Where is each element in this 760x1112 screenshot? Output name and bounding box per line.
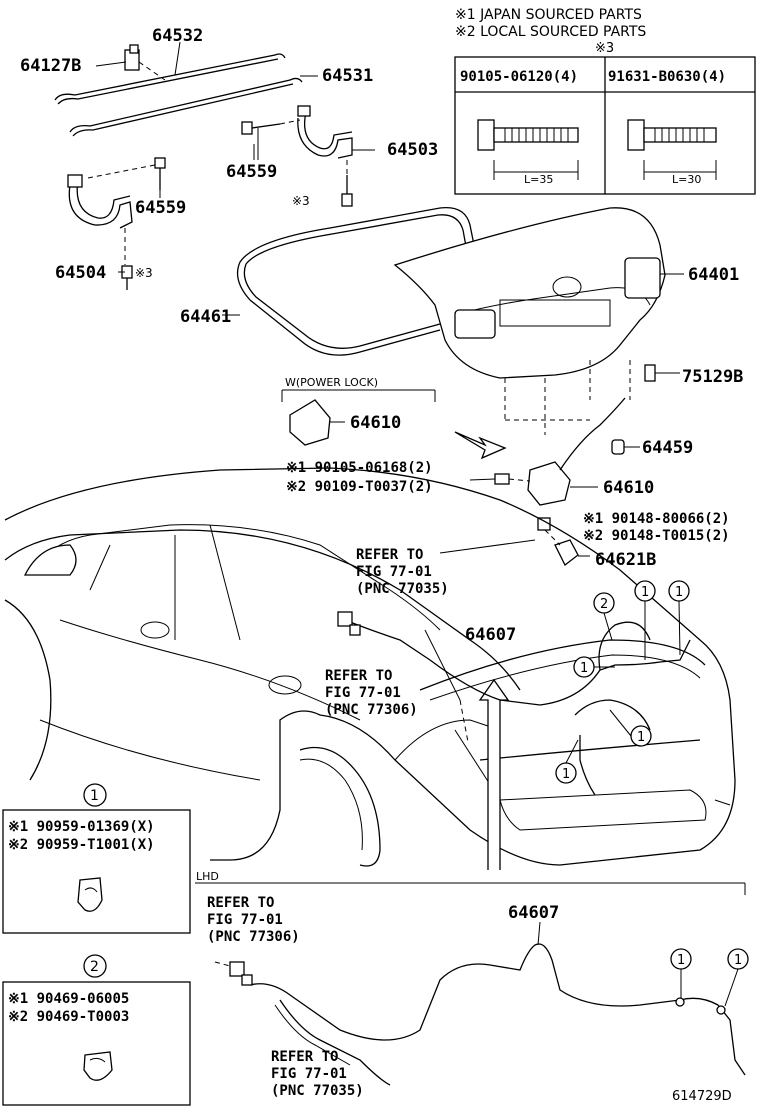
ref2-line1: REFER TO xyxy=(325,668,392,684)
bar-guide-64127b xyxy=(124,44,166,81)
clip1-part-local: ※2 90959-T1001(X) xyxy=(8,837,155,853)
bolt-icon-l30 xyxy=(627,119,717,180)
label-64607-lhd: 64607 xyxy=(508,903,559,923)
callout-circles-car: 2 1 1 1 1 1 xyxy=(555,580,690,784)
ref3-line1: REFER TO xyxy=(207,895,274,911)
clip1-callout: 1 xyxy=(90,788,99,804)
lhd-frame xyxy=(195,882,746,895)
label-64607-car: 64607 xyxy=(465,625,516,645)
svg-text:1: 1 xyxy=(675,585,683,600)
label-64531: 64531 xyxy=(322,66,373,86)
torsion-bar-64531 xyxy=(69,77,303,137)
label-64503: 64503 xyxy=(387,140,438,160)
ref3-line2: FIG 77-01 xyxy=(207,912,283,928)
label-75129b: 75129B xyxy=(682,367,743,387)
cushion-64459 xyxy=(611,439,640,455)
note-local-sourced: ※2 LOCAL SOURCED PARTS xyxy=(455,24,646,40)
clip-box-2: 2 xyxy=(2,954,191,1106)
bolt-64559-upper xyxy=(241,119,301,160)
label-mark3-lower: ※3 xyxy=(135,266,153,280)
label-power-lock: W(POWER LOCK) xyxy=(285,376,378,389)
table-col2-length: L=30 xyxy=(672,173,701,186)
svg-text:1: 1 xyxy=(637,730,645,745)
ref1-line2: FIG 77-01 xyxy=(356,564,432,580)
ref4-line3: (PNC 77035) xyxy=(271,1083,364,1099)
ref2-line2: FIG 77-01 xyxy=(325,685,401,701)
bumper-stop-75129b xyxy=(644,364,656,382)
svg-text:2: 2 xyxy=(600,597,608,612)
power-lock-box xyxy=(281,389,436,446)
ref1-line3: (PNC 77035) xyxy=(356,581,449,597)
diagram-id: 614729D xyxy=(672,1089,732,1104)
label-64504: 64504 xyxy=(55,263,106,283)
bolt-mark3-lower xyxy=(121,265,133,290)
table-col2-part: 91631-B0630(4) xyxy=(608,69,726,85)
label-screw-local: ※2 90148-T0015(2) xyxy=(583,528,730,544)
torsion-bar-64532 xyxy=(54,53,286,105)
fastener-table: ※3 90105-06120(4) 91631-B0630(4) L=35 L=… xyxy=(454,41,756,195)
ref4-line1: REFER TO xyxy=(271,1049,338,1065)
svg-text:1: 1 xyxy=(580,661,588,676)
callout-circles-lhd: 1 1 xyxy=(670,948,749,1007)
ref1-line1: REFER TO xyxy=(356,547,423,563)
trunk-lid-64401 xyxy=(393,207,666,379)
label-64610-power: 64610 xyxy=(350,413,401,433)
note-japan-sourced: ※1 JAPAN SOURCED PARTS xyxy=(455,7,642,23)
striker-64621b xyxy=(537,517,590,566)
svg-text:1: 1 xyxy=(641,585,649,600)
hinge-64503 xyxy=(297,105,375,159)
svg-text:1: 1 xyxy=(562,767,570,782)
label-64461: 64461 xyxy=(180,307,231,327)
label-64621b: 64621B xyxy=(595,550,656,570)
label-64401: 64401 xyxy=(688,265,739,285)
label-64559-lower: 64559 xyxy=(135,198,186,218)
label-64127b: 64127B xyxy=(20,56,81,76)
hinge-64504 xyxy=(67,163,161,265)
ref4-line2: FIG 77-01 xyxy=(271,1066,347,1082)
label-bolt-japan: ※1 90105-06168(2) xyxy=(286,460,433,476)
label-mark3-upper: ※3 xyxy=(292,194,310,208)
svg-text:1: 1 xyxy=(734,953,742,968)
clip1-part-japan: ※1 90959-01369(X) xyxy=(8,819,155,835)
label-64532: 64532 xyxy=(152,26,203,46)
wire-harness-64607-lhd xyxy=(214,921,746,1086)
table-col1-part: 90105-06120(4) xyxy=(460,69,578,85)
label-lhd: LHD xyxy=(196,870,219,883)
label-bolt-local: ※2 90109-T0037(2) xyxy=(286,479,433,495)
label-64559-upper: 64559 xyxy=(226,162,277,182)
bolt-icon-l35 xyxy=(477,119,579,180)
lock-bolt xyxy=(469,473,531,485)
clip2-callout: 2 xyxy=(90,959,99,975)
label-64610: 64610 xyxy=(603,478,654,498)
clip-box-1: 1 xyxy=(2,783,191,934)
ref3-line3: (PNC 77306) xyxy=(207,929,300,945)
clip2-part-local: ※2 90469-T0003 xyxy=(8,1009,129,1025)
ref2-line3: (PNC 77306) xyxy=(325,702,418,718)
label-64459: 64459 xyxy=(642,438,693,458)
label-screw-japan: ※1 90148-80066(2) xyxy=(583,511,730,527)
direction-arrow xyxy=(454,431,507,460)
weatherstrip-64461 xyxy=(236,206,476,356)
svg-text:1: 1 xyxy=(677,953,685,968)
table-col1-length: L=35 xyxy=(524,173,553,186)
bolt-64559-lower xyxy=(154,157,166,190)
clip2-part-japan: ※1 90469-06005 xyxy=(8,991,129,1007)
bolt-mark3-upper xyxy=(341,160,353,207)
wire-harness-64607-car xyxy=(337,611,691,796)
car-body xyxy=(4,467,736,867)
table-header-mark: ※3 xyxy=(595,41,614,56)
